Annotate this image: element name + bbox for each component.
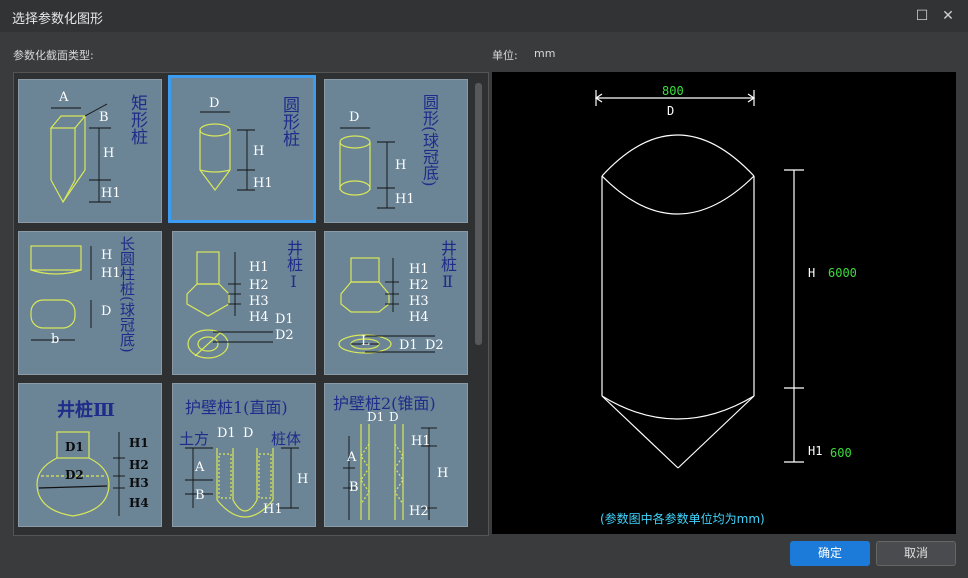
- long-cylinder-pile-diagram: [30, 245, 92, 341]
- rect-pile-diagram: [49, 103, 111, 204]
- tile-well-pile-3[interactable]: D1 D2 H1 H2 H3 H4 井桩Ⅲ: [18, 383, 162, 527]
- tile-round-pile-dome[interactable]: D H H1 圆形(球冠底): [324, 79, 468, 223]
- tip-height-value: 600: [830, 446, 852, 460]
- tile-title: 圆形桩: [279, 96, 299, 147]
- dim-label: H: [297, 472, 309, 487]
- tile-retaining-pile-2[interactable]: 护壁桩2(锥面) D1 D H1 A B H H2: [324, 383, 468, 527]
- dim-label: H2: [409, 278, 429, 293]
- dim-label: D2: [425, 338, 444, 353]
- height-label: H: [808, 266, 816, 280]
- unit-note: (参数图中各参数单位均为mm): [600, 512, 765, 526]
- tile-long-cylinder-pile[interactable]: H H1 D b 长圆柱桩(球冠底): [18, 231, 162, 375]
- shape-gallery[interactable]: A B H H1 矩形桩 D H H1 圆形桩: [13, 72, 489, 536]
- unit-value: mm: [534, 47, 556, 60]
- diameter-label: D: [667, 104, 675, 118]
- dim-label: H2: [409, 504, 429, 519]
- dim-label: D1: [275, 312, 294, 327]
- close-icon[interactable]: ✕: [942, 8, 954, 24]
- dim-label: H3: [129, 476, 149, 490]
- dim-label: D2: [65, 468, 84, 482]
- tile-retaining-pile-1[interactable]: 护壁桩1(直面) 土方 D1 D 桩体 A B H H1: [172, 383, 316, 527]
- ok-button[interactable]: 确定: [790, 541, 870, 566]
- tile-title: 圆形(球冠底): [420, 94, 439, 187]
- dim-label: D2: [275, 328, 294, 343]
- dim-label: H1: [129, 436, 149, 450]
- dim-label: H1: [101, 266, 121, 281]
- dim-label: A: [195, 460, 205, 475]
- tile-title: 长圆柱桩(球冠底): [118, 236, 136, 353]
- dim-label: D1: [399, 338, 418, 353]
- dim-label: A: [59, 90, 69, 105]
- dim-label: B: [195, 488, 205, 503]
- dim-label: 桩体: [271, 430, 302, 448]
- dim-label: D1: [367, 410, 385, 424]
- dim-label: H: [437, 466, 449, 481]
- dim-label: H1: [411, 434, 431, 449]
- round-pile-diagram: [199, 111, 255, 191]
- dim-label: H4: [249, 310, 269, 325]
- preview-panel: 800 D H 6000 H1 600 (参数图中各参数单位均为mm): [492, 72, 956, 534]
- tile-title: 护壁桩2(锥面): [333, 394, 436, 413]
- tile-rect-pile[interactable]: A B H H1 矩形桩: [18, 79, 162, 223]
- height-value: 6000: [828, 266, 857, 280]
- dim-label: H4: [409, 310, 429, 325]
- unit-label: 单位:: [492, 49, 518, 62]
- retaining-pile-2-diagram: [343, 424, 437, 520]
- dim-label: H1: [101, 186, 121, 201]
- dim-label: D: [101, 304, 112, 319]
- tile-title: 井桩Ⅰ: [284, 240, 303, 291]
- well-pile-1-diagram: [186, 251, 273, 359]
- dim-label: H1: [249, 260, 269, 275]
- dim-label: D: [209, 96, 220, 111]
- dim-label: H3: [249, 294, 269, 309]
- cancel-button[interactable]: 取消: [876, 541, 956, 566]
- dim-label: D: [389, 410, 399, 424]
- title-bar: 选择参数化图形 ☐ ✕: [0, 0, 968, 32]
- dim-label: B: [349, 480, 359, 495]
- dim-label: D: [243, 426, 254, 441]
- tile-well-pile-1[interactable]: H1 H2 H3 H4 D1 D2 井桩Ⅰ: [172, 231, 316, 375]
- maximize-icon[interactable]: ☐: [915, 8, 929, 24]
- round-pile-dome-diagram: [339, 127, 395, 209]
- dim-label: H: [253, 144, 265, 159]
- dim-label: H1: [263, 502, 283, 517]
- dim-label: H3: [409, 294, 429, 309]
- dim-label: D: [349, 110, 360, 125]
- gallery-scrollbar[interactable]: [475, 83, 482, 345]
- dim-label: B: [99, 110, 109, 125]
- retaining-pile-1-diagram: [185, 447, 299, 518]
- dim-label: b: [51, 332, 60, 347]
- dim-label: L: [361, 334, 370, 349]
- dim-label: H1: [395, 192, 415, 207]
- tile-title: 井桩Ⅱ: [438, 240, 457, 291]
- section-label: 参数化截面类型:: [13, 49, 94, 62]
- well-pile-2-diagram: [338, 257, 435, 354]
- tip-height-label: H1: [808, 444, 823, 458]
- dim-label: H: [103, 146, 115, 161]
- tile-well-pile-2[interactable]: H1 H2 H3 H4 L D1 D2 井桩Ⅱ: [324, 231, 468, 375]
- dim-label: H: [395, 158, 407, 173]
- tile-title: 井桩Ⅲ: [57, 400, 115, 421]
- tile-title: 矩形桩: [127, 94, 147, 145]
- dim-label: H4: [129, 496, 149, 510]
- well-pile-3-diagram: [36, 431, 125, 517]
- dim-label: D1: [217, 426, 236, 441]
- diameter-value: 800: [662, 84, 684, 98]
- tile-title: 护壁桩1(直面): [185, 398, 288, 417]
- dim-label: A: [347, 450, 357, 465]
- dim-label: 土方: [179, 430, 210, 448]
- dim-label: H2: [249, 278, 269, 293]
- dim-label: D1: [65, 440, 84, 454]
- window-title: 选择参数化图形: [12, 12, 104, 27]
- dim-label: H1: [409, 262, 429, 277]
- dim-label: H: [101, 248, 113, 263]
- dim-label: H2: [129, 458, 149, 472]
- round-pile-preview-drawing: [594, 90, 804, 469]
- dim-label: H1: [253, 176, 273, 191]
- tile-round-pile[interactable]: D H H1 圆形桩: [168, 75, 316, 223]
